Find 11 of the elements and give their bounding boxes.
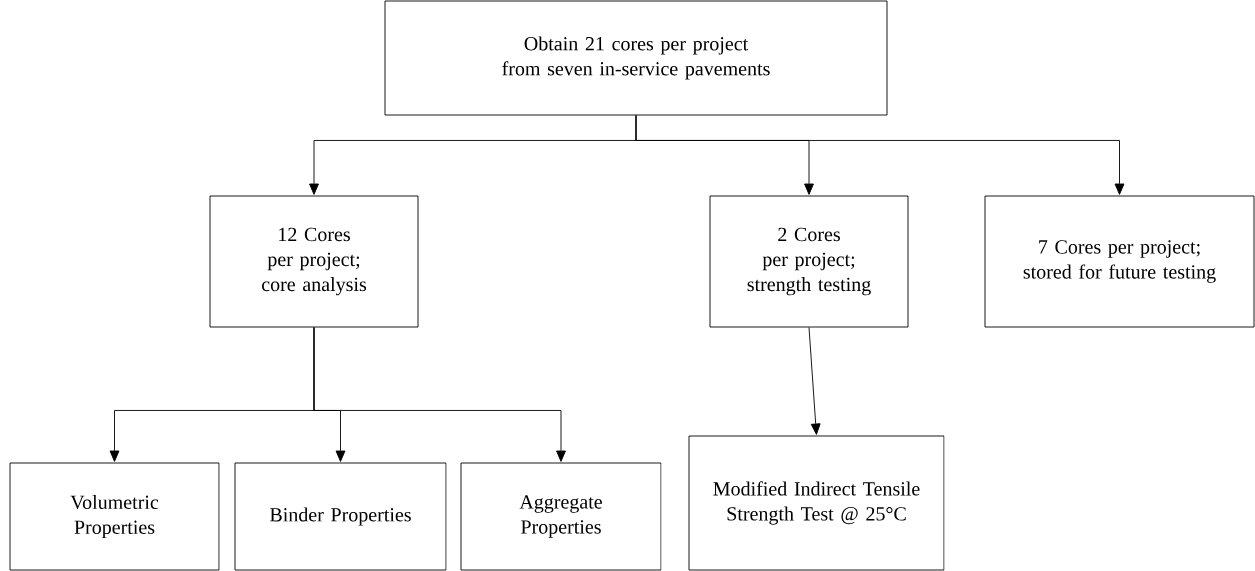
process-box: 12 Cores per project; core analysis — [209, 195, 419, 328]
arrow — [635, 115, 1125, 195]
process-box: 7 Cores per project; stored for future testing — [984, 195, 1255, 328]
process-box: 2 Cores per project; strength testing — [709, 195, 909, 328]
arrow — [808, 327, 821, 435]
process-box: Modified Indirect Tensile Strength Test @ 25°C — [688, 435, 945, 571]
process-box: Aggregate Properties — [460, 462, 662, 571]
process-box: Binder Properties — [234, 462, 447, 571]
process-box: Obtain 21 cores per project from seven in-service pavements — [384, 0, 888, 116]
arrow — [313, 327, 566, 462]
process-box: Volumetric Properties — [9, 462, 220, 571]
